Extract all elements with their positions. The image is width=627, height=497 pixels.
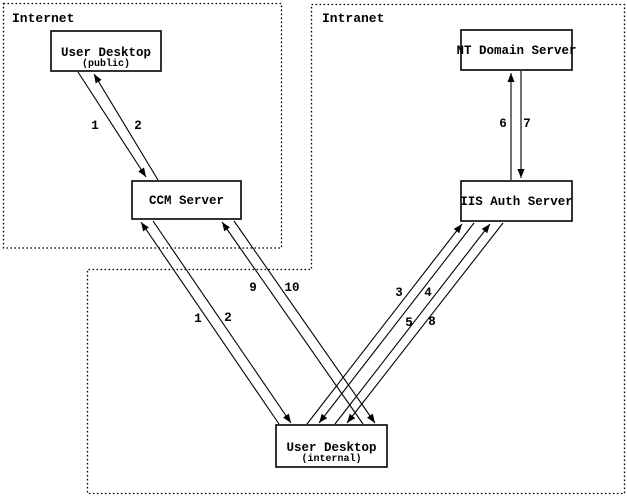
- node-ccm-server: CCM Server: [131, 180, 242, 220]
- node-iis-auth-server: IIS Auth Server: [460, 180, 573, 222]
- node-user-desktop-public: User Desktop (public): [50, 30, 162, 72]
- label-msg-6: 6: [499, 117, 507, 131]
- label-msg-10: 10: [284, 281, 299, 295]
- label-msg-2-upper: 2: [134, 119, 142, 133]
- label-msg-4: 4: [424, 286, 432, 300]
- user-desktop-internal-label: User Desktop: [286, 441, 376, 455]
- internet-zone-border: [2, 2, 283, 249]
- user-desktop-internal-box: [275, 424, 388, 468]
- line-4-iis-to-internal-desktop: [318, 222, 475, 424]
- user-desktop-public-box: [50, 30, 162, 72]
- user-desktop-public-sublabel: (public): [82, 58, 130, 70]
- nt-domain-server-label: NT Domain Server: [456, 44, 576, 58]
- line-8-iis-to-internal-desktop: [346, 222, 504, 424]
- nt-domain-server-box: [460, 29, 573, 71]
- label-msg-1-upper: 1: [91, 119, 99, 133]
- node-nt-domain-server: NT Domain Server: [456, 29, 577, 71]
- user-desktop-public-label: User Desktop: [61, 46, 151, 60]
- ccm-server-box: [131, 180, 242, 220]
- internet-zone-label: Internet: [12, 11, 74, 26]
- line-1-internal-desktop-to-ccm: [140, 221, 280, 425]
- iis-auth-server-label: IIS Auth Server: [460, 195, 573, 209]
- ccm-server-label: CCM Server: [149, 194, 224, 208]
- line-10-ccm-to-internal-desktop: [233, 220, 376, 424]
- line-2-ccm-to-public-desktop: [93, 73, 159, 181]
- node-user-desktop-internal: User Desktop (internal): [275, 424, 388, 468]
- intranet-zone-border: [86, 3, 626, 495]
- label-msg-1-lower: 1: [194, 312, 202, 326]
- line-1-public-desktop-to-ccm: [77, 71, 147, 178]
- line-9-internal-desktop-to-ccm: [221, 221, 364, 425]
- line-3-internal-desktop-to-iis: [306, 223, 463, 425]
- user-desktop-internal-sublabel: (internal): [301, 453, 361, 465]
- label-msg-2-lower: 2: [224, 311, 232, 325]
- line-2-ccm-to-internal-desktop: [152, 220, 292, 424]
- label-msg-7: 7: [523, 117, 531, 131]
- iis-auth-server-box: [460, 180, 573, 222]
- intranet-zone-label: Intranet: [322, 11, 384, 26]
- label-msg-9: 9: [249, 281, 257, 295]
- label-msg-8: 8: [428, 315, 436, 329]
- label-msg-5: 5: [405, 316, 413, 330]
- label-msg-3: 3: [395, 286, 403, 300]
- line-5-internal-desktop-to-iis: [334, 223, 491, 425]
